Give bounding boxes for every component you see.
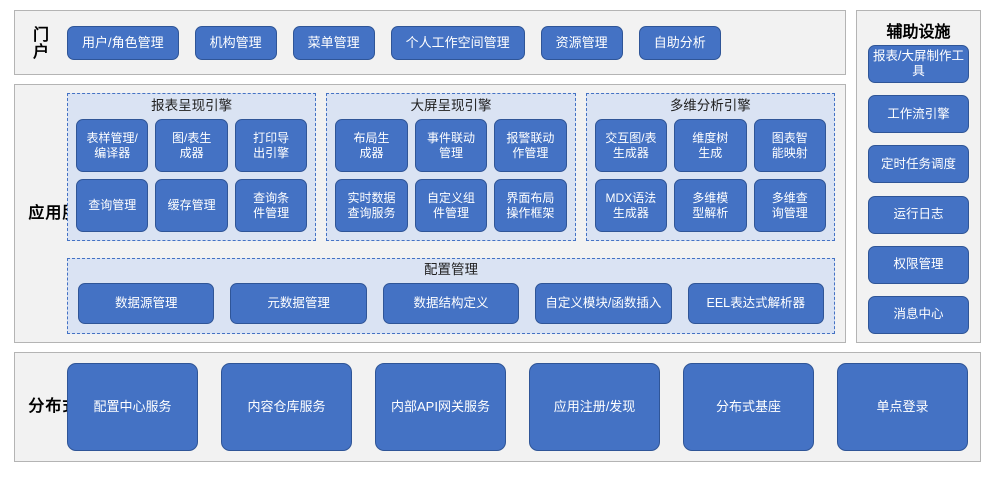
engine-module-button[interactable]: 图表智 能映射 bbox=[753, 119, 826, 173]
engine-module-button[interactable]: 多维模 型解析 bbox=[674, 179, 747, 232]
portal-button[interactable]: 用户/角色管理 bbox=[67, 25, 179, 60]
engine-module-button[interactable]: 实时数据 查询服务 bbox=[335, 179, 408, 232]
auxiliary-button[interactable]: 权限管理 bbox=[868, 245, 969, 284]
portal-button[interactable]: 自助分析 bbox=[638, 25, 721, 60]
config-management-button[interactable]: EEL表达式解析器 bbox=[687, 282, 825, 324]
engine-module-button[interactable]: 自定义组 件管理 bbox=[414, 179, 488, 232]
portal-section: 门户 用户/角色管理机构管理菜单管理个人工作空间管理资源管理自助分析 bbox=[14, 10, 846, 75]
engine-group-title: 报表呈现引擎 bbox=[151, 98, 233, 113]
engine-module-grid: 表样管理/ 编译器图/表生 成器打印导 出引擎查询管理缓存管理查询条 件管理 bbox=[76, 119, 308, 232]
engine-group-title: 大屏呈现引擎 bbox=[410, 98, 492, 113]
engine-module-button[interactable]: 事件联动 管理 bbox=[414, 119, 488, 173]
engine-module-button[interactable]: 查询管理 bbox=[76, 179, 149, 232]
engine-module-grid: 布局生 成器事件联动 管理报警联动 作管理实时数据 查询服务自定义组 件管理界面… bbox=[335, 119, 567, 232]
engine-group-row: 报表呈现引擎表样管理/ 编译器图/表生 成器打印导 出引擎查询管理缓存管理查询条… bbox=[67, 93, 835, 241]
distributed-foundation-button[interactable]: 应用注册/发现 bbox=[529, 363, 660, 451]
config-management-button-row: 数据源管理元数据管理数据结构定义自定义模块/函数插入 EEL表达式解析器 bbox=[78, 282, 825, 324]
engine-module-button[interactable]: 图/表生 成器 bbox=[155, 119, 228, 173]
engine-module-button[interactable]: 打印导 出引擎 bbox=[234, 119, 308, 173]
config-management-button[interactable]: 自定义模块/函数插入 bbox=[535, 282, 672, 324]
engine-group: 大屏呈现引擎布局生 成器事件联动 管理报警联动 作管理实时数据 查询服务自定义组… bbox=[326, 93, 576, 241]
engine-module-button[interactable]: 查询条 件管理 bbox=[234, 179, 308, 232]
config-management-button[interactable]: 数据源管理 bbox=[78, 282, 215, 324]
application-services-section: 应用服务 报表呈现引擎表样管理/ 编译器图/表生 成器打印导 出引擎查询管理缓存… bbox=[14, 84, 846, 343]
config-management-title: 配置管理 bbox=[424, 262, 478, 277]
engine-module-button[interactable]: 缓存管理 bbox=[155, 179, 228, 232]
auxiliary-section: 辅助设施 报表/大屏制作工具工作流引擎定时任务调度运行日志权限管理消息中心 bbox=[856, 10, 981, 343]
portal-button[interactable]: 机构管理 bbox=[194, 25, 277, 60]
auxiliary-button[interactable]: 定时任务调度 bbox=[868, 145, 969, 184]
distributed-foundation-section: 分布式基础 配置中心服务内容仓库服务内部API网关服务应用注册/发现分布式基座单… bbox=[14, 352, 981, 462]
engine-module-button[interactable]: 报警联动 作管理 bbox=[494, 119, 567, 173]
engine-module-button[interactable]: 界面布局 操作框架 bbox=[494, 179, 567, 232]
distributed-foundation-button[interactable]: 分布式基座 bbox=[683, 363, 814, 451]
auxiliary-button-list: 报表/大屏制作工具工作流引擎定时任务调度运行日志权限管理消息中心 bbox=[868, 45, 969, 334]
portal-section-label: 门户 bbox=[29, 25, 47, 60]
config-management-group: 配置管理 数据源管理元数据管理数据结构定义自定义模块/函数插入 EEL表达式解析器 bbox=[67, 258, 835, 334]
application-services-body: 报表呈现引擎表样管理/ 编译器图/表生 成器打印导 出引擎查询管理缓存管理查询条… bbox=[67, 93, 835, 334]
portal-button-row: 用户/角色管理机构管理菜单管理个人工作空间管理资源管理自助分析 bbox=[67, 11, 837, 74]
distributed-foundation-button[interactable]: 配置中心服务 bbox=[67, 363, 198, 451]
engine-group: 多维分析引擎交互图/表 生成器维度树 生成图表智 能映射 MDX语法 生成器多维模… bbox=[585, 93, 835, 241]
distributed-foundation-button-row: 配置中心服务内容仓库服务内部API网关服务应用注册/发现分布式基座单点登录 bbox=[67, 363, 968, 451]
portal-button[interactable]: 资源管理 bbox=[540, 25, 623, 60]
engine-module-button[interactable]: 维度树 生成 bbox=[674, 119, 747, 173]
auxiliary-button[interactable]: 报表/大屏制作工具 bbox=[868, 45, 969, 83]
auxiliary-button[interactable]: 消息中心 bbox=[868, 295, 969, 334]
auxiliary-section-title: 辅助设施 bbox=[886, 24, 951, 41]
auxiliary-button[interactable]: 运行日志 bbox=[868, 195, 969, 234]
portal-button[interactable]: 个人工作空间管理 bbox=[390, 25, 525, 60]
engine-module-button[interactable]: 多维查 询管理 bbox=[753, 179, 826, 232]
distributed-foundation-section-label: 分布式基础 bbox=[15, 353, 112, 461]
config-management-button[interactable]: 元数据管理 bbox=[230, 282, 367, 324]
engine-module-grid: 交互图/表 生成器维度树 生成图表智 能映射 MDX语法 生成器多维模 型解析多维… bbox=[594, 119, 826, 232]
distributed-foundation-button[interactable]: 内容仓库服务 bbox=[221, 363, 352, 451]
distributed-foundation-button[interactable]: 内部API网关服务 bbox=[375, 363, 506, 451]
engine-module-button[interactable]: 交互图/表 生成器 bbox=[594, 119, 668, 173]
distributed-foundation-button[interactable]: 单点登录 bbox=[837, 363, 968, 451]
engine-module-button[interactable]: 表样管理/ 编译器 bbox=[76, 119, 149, 173]
engine-module-button[interactable]: 布局生 成器 bbox=[335, 119, 408, 173]
engine-group: 报表呈现引擎表样管理/ 编译器图/表生 成器打印导 出引擎查询管理缓存管理查询条… bbox=[67, 93, 317, 241]
engine-group-title: 多维分析引擎 bbox=[669, 98, 751, 113]
portal-button[interactable]: 菜单管理 bbox=[292, 25, 375, 60]
engine-module-button[interactable]: MDX语法 生成器 bbox=[594, 179, 668, 232]
config-management-button[interactable]: 数据结构定义 bbox=[382, 282, 520, 324]
application-services-section-label: 应用服务 bbox=[28, 204, 97, 222]
auxiliary-button[interactable]: 工作流引擎 bbox=[868, 95, 969, 134]
